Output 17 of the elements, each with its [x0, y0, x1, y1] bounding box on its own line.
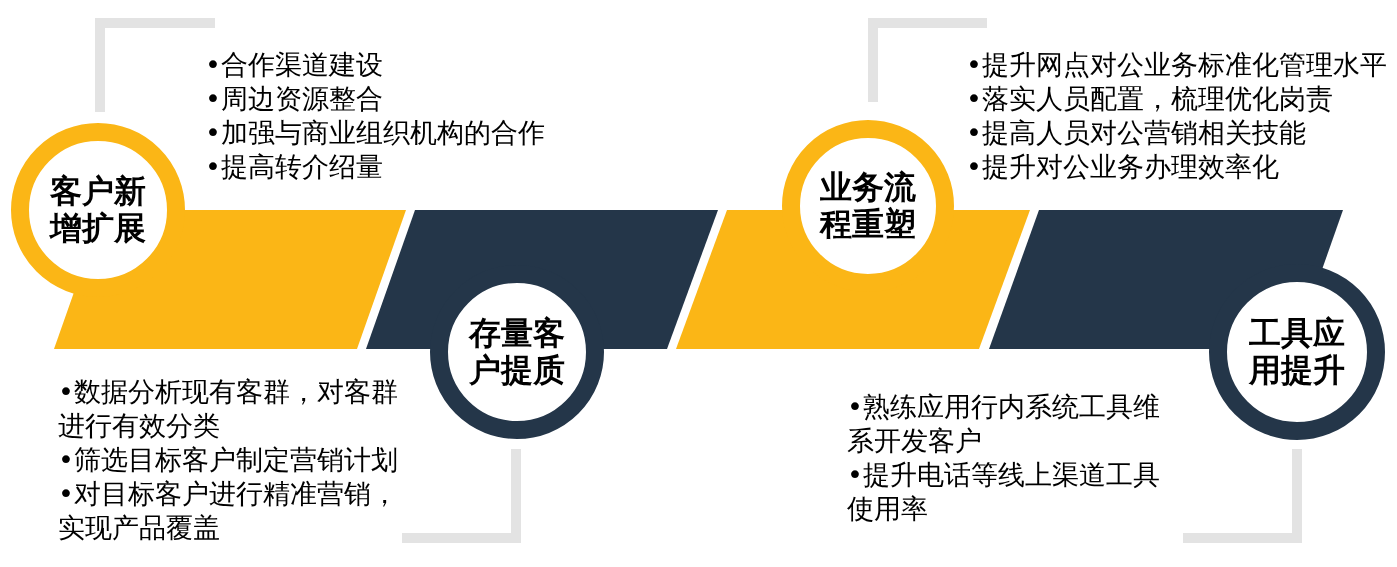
- step-title: 客户新增扩展: [48, 173, 147, 247]
- step-title: 业务流程重塑: [818, 169, 917, 243]
- step-title: 存量客户提质: [467, 315, 566, 389]
- step-title: 工具应用提升: [1248, 315, 1346, 389]
- list-item: •提高转介绍量: [205, 150, 383, 184]
- list-item: •合作渠道建设: [205, 48, 383, 82]
- list-item: •筛选目标客户制定营销计划: [58, 443, 398, 477]
- list-item: •周边资源整合: [205, 82, 383, 116]
- list-item: •熟练应用行内系统工具维系开发客户: [847, 390, 1161, 458]
- list-item: •提升对公业务办理效率化: [966, 150, 1279, 184]
- list-item: •对目标客户进行精准营销，实现产品覆盖: [58, 477, 399, 545]
- list-item: •落实人员配置，梳理优化岗责: [966, 82, 1333, 116]
- list-item: •数据分析现有客群，对客群进行有效分类: [58, 375, 399, 443]
- list-item: •提高人员对公营销相关技能: [966, 116, 1306, 150]
- list-item: •加强与商业组织机构的合作: [205, 116, 545, 150]
- list-item: •提升网点对公业务标准化管理水平: [966, 48, 1387, 82]
- list-item: •提升电话等线上渠道工具使用率: [847, 458, 1161, 526]
